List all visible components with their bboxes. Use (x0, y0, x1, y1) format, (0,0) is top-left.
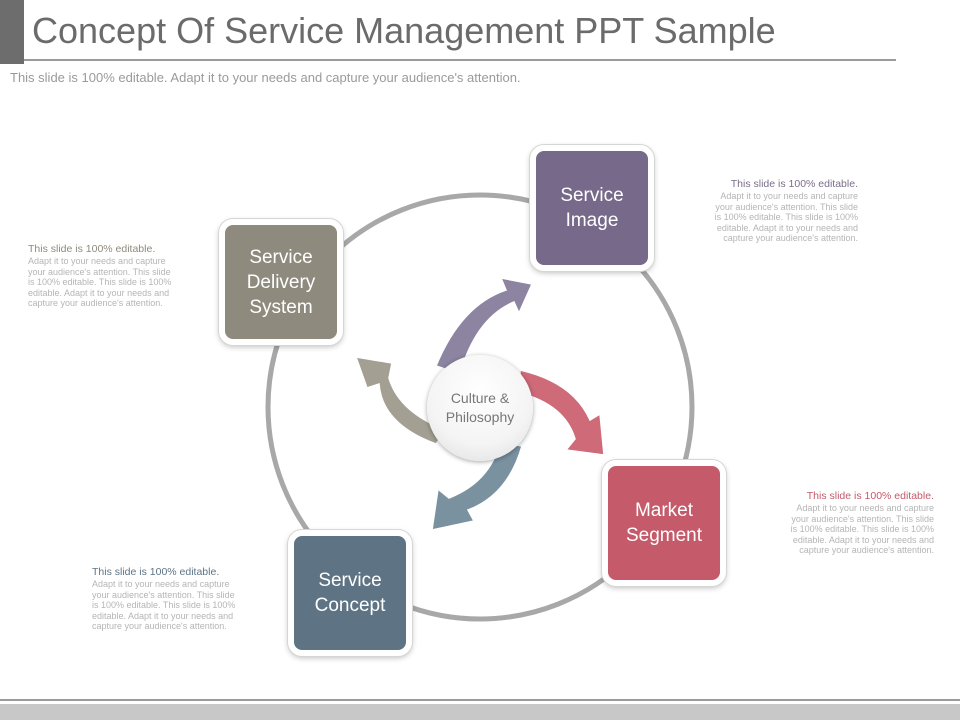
note-line: editable. Adapt it to your needs and (716, 222, 858, 233)
note-line: your audience's attention. This slide (791, 513, 934, 524)
arrow-to-service-image (435, 276, 534, 375)
box-label-line: Image (565, 210, 619, 231)
note-line: Adapt it to your needs and capture (28, 256, 166, 266)
note-service-concept: This slide is 100% editable. Adapt it to… (92, 566, 264, 632)
cycle-ring (265, 192, 695, 622)
note-line: editable. Adapt it to your needs and (792, 534, 934, 545)
center-circle-culture-philosophy[interactable]: Culture & Philosophy (427, 355, 533, 461)
note-heading: This slide is 100% editable. (28, 243, 156, 255)
note-line: your audience's attention. This slide (28, 266, 171, 277)
note-line: is 100% editable. This slide is 100% (92, 600, 236, 610)
box-label-line: Service (560, 185, 624, 206)
note-line: editable. Adapt it to your needs and (28, 287, 170, 298)
box-label-line: Delivery (246, 271, 316, 293)
note-service-delivery-system: This slide is 100% editable. Adapt it to… (28, 243, 200, 309)
note-service-image: This slide is 100% editable. Adapt it to… (686, 178, 858, 244)
title-divider (24, 59, 896, 61)
note-line: capture your audience's attention. (799, 545, 934, 555)
footer-bar (0, 704, 960, 720)
title-accent-bar (0, 0, 24, 64)
box-label-line: Concept (314, 595, 386, 616)
note-heading: This slide is 100% editable. (730, 178, 858, 190)
note-line: is 100% editable. This slide is 100% (28, 277, 172, 287)
note-line: Adapt it to your needs and capture (92, 579, 230, 589)
slide-title: Concept Of Service Management PPT Sample (32, 10, 776, 51)
box-label-line: Service (249, 246, 313, 268)
slide-subtitle: This slide is 100% editable. Adapt it to… (10, 70, 521, 85)
note-line: your audience's attention. This slide (92, 589, 235, 600)
note-market-segment: This slide is 100% editable. Adapt it to… (762, 490, 934, 556)
arrow-to-market-segment (519, 369, 605, 456)
note-line: Adapt it to your needs and capture (796, 503, 934, 513)
note-heading: This slide is 100% editable. (92, 566, 220, 578)
note-line: capture your audience's attention. (723, 233, 858, 243)
note-line: capture your audience's attention. (28, 298, 163, 308)
note-line: is 100% editable. This slide is 100% (714, 212, 858, 222)
center-label-line: Culture & (450, 390, 510, 406)
note-line: editable. Adapt it to your needs and (92, 610, 234, 621)
note-line: capture your audience's attention. (92, 621, 227, 631)
footer-divider (0, 699, 960, 701)
box-label-line: Segment (625, 525, 703, 546)
note-line: your audience's attention. This slide (715, 201, 858, 212)
note-heading: This slide is 100% editable. (806, 490, 934, 502)
box-label-line: Service (318, 570, 382, 591)
arrow-to-service-delivery (354, 356, 448, 445)
box-label-line: System (249, 296, 313, 318)
note-line: Adapt it to your needs and capture (720, 191, 858, 201)
arrow-to-service-concept (431, 441, 523, 531)
box-label-line: Market (634, 500, 694, 521)
center-label-line: Philosophy (445, 409, 515, 425)
note-line: is 100% editable. This slide is 100% (790, 524, 934, 534)
